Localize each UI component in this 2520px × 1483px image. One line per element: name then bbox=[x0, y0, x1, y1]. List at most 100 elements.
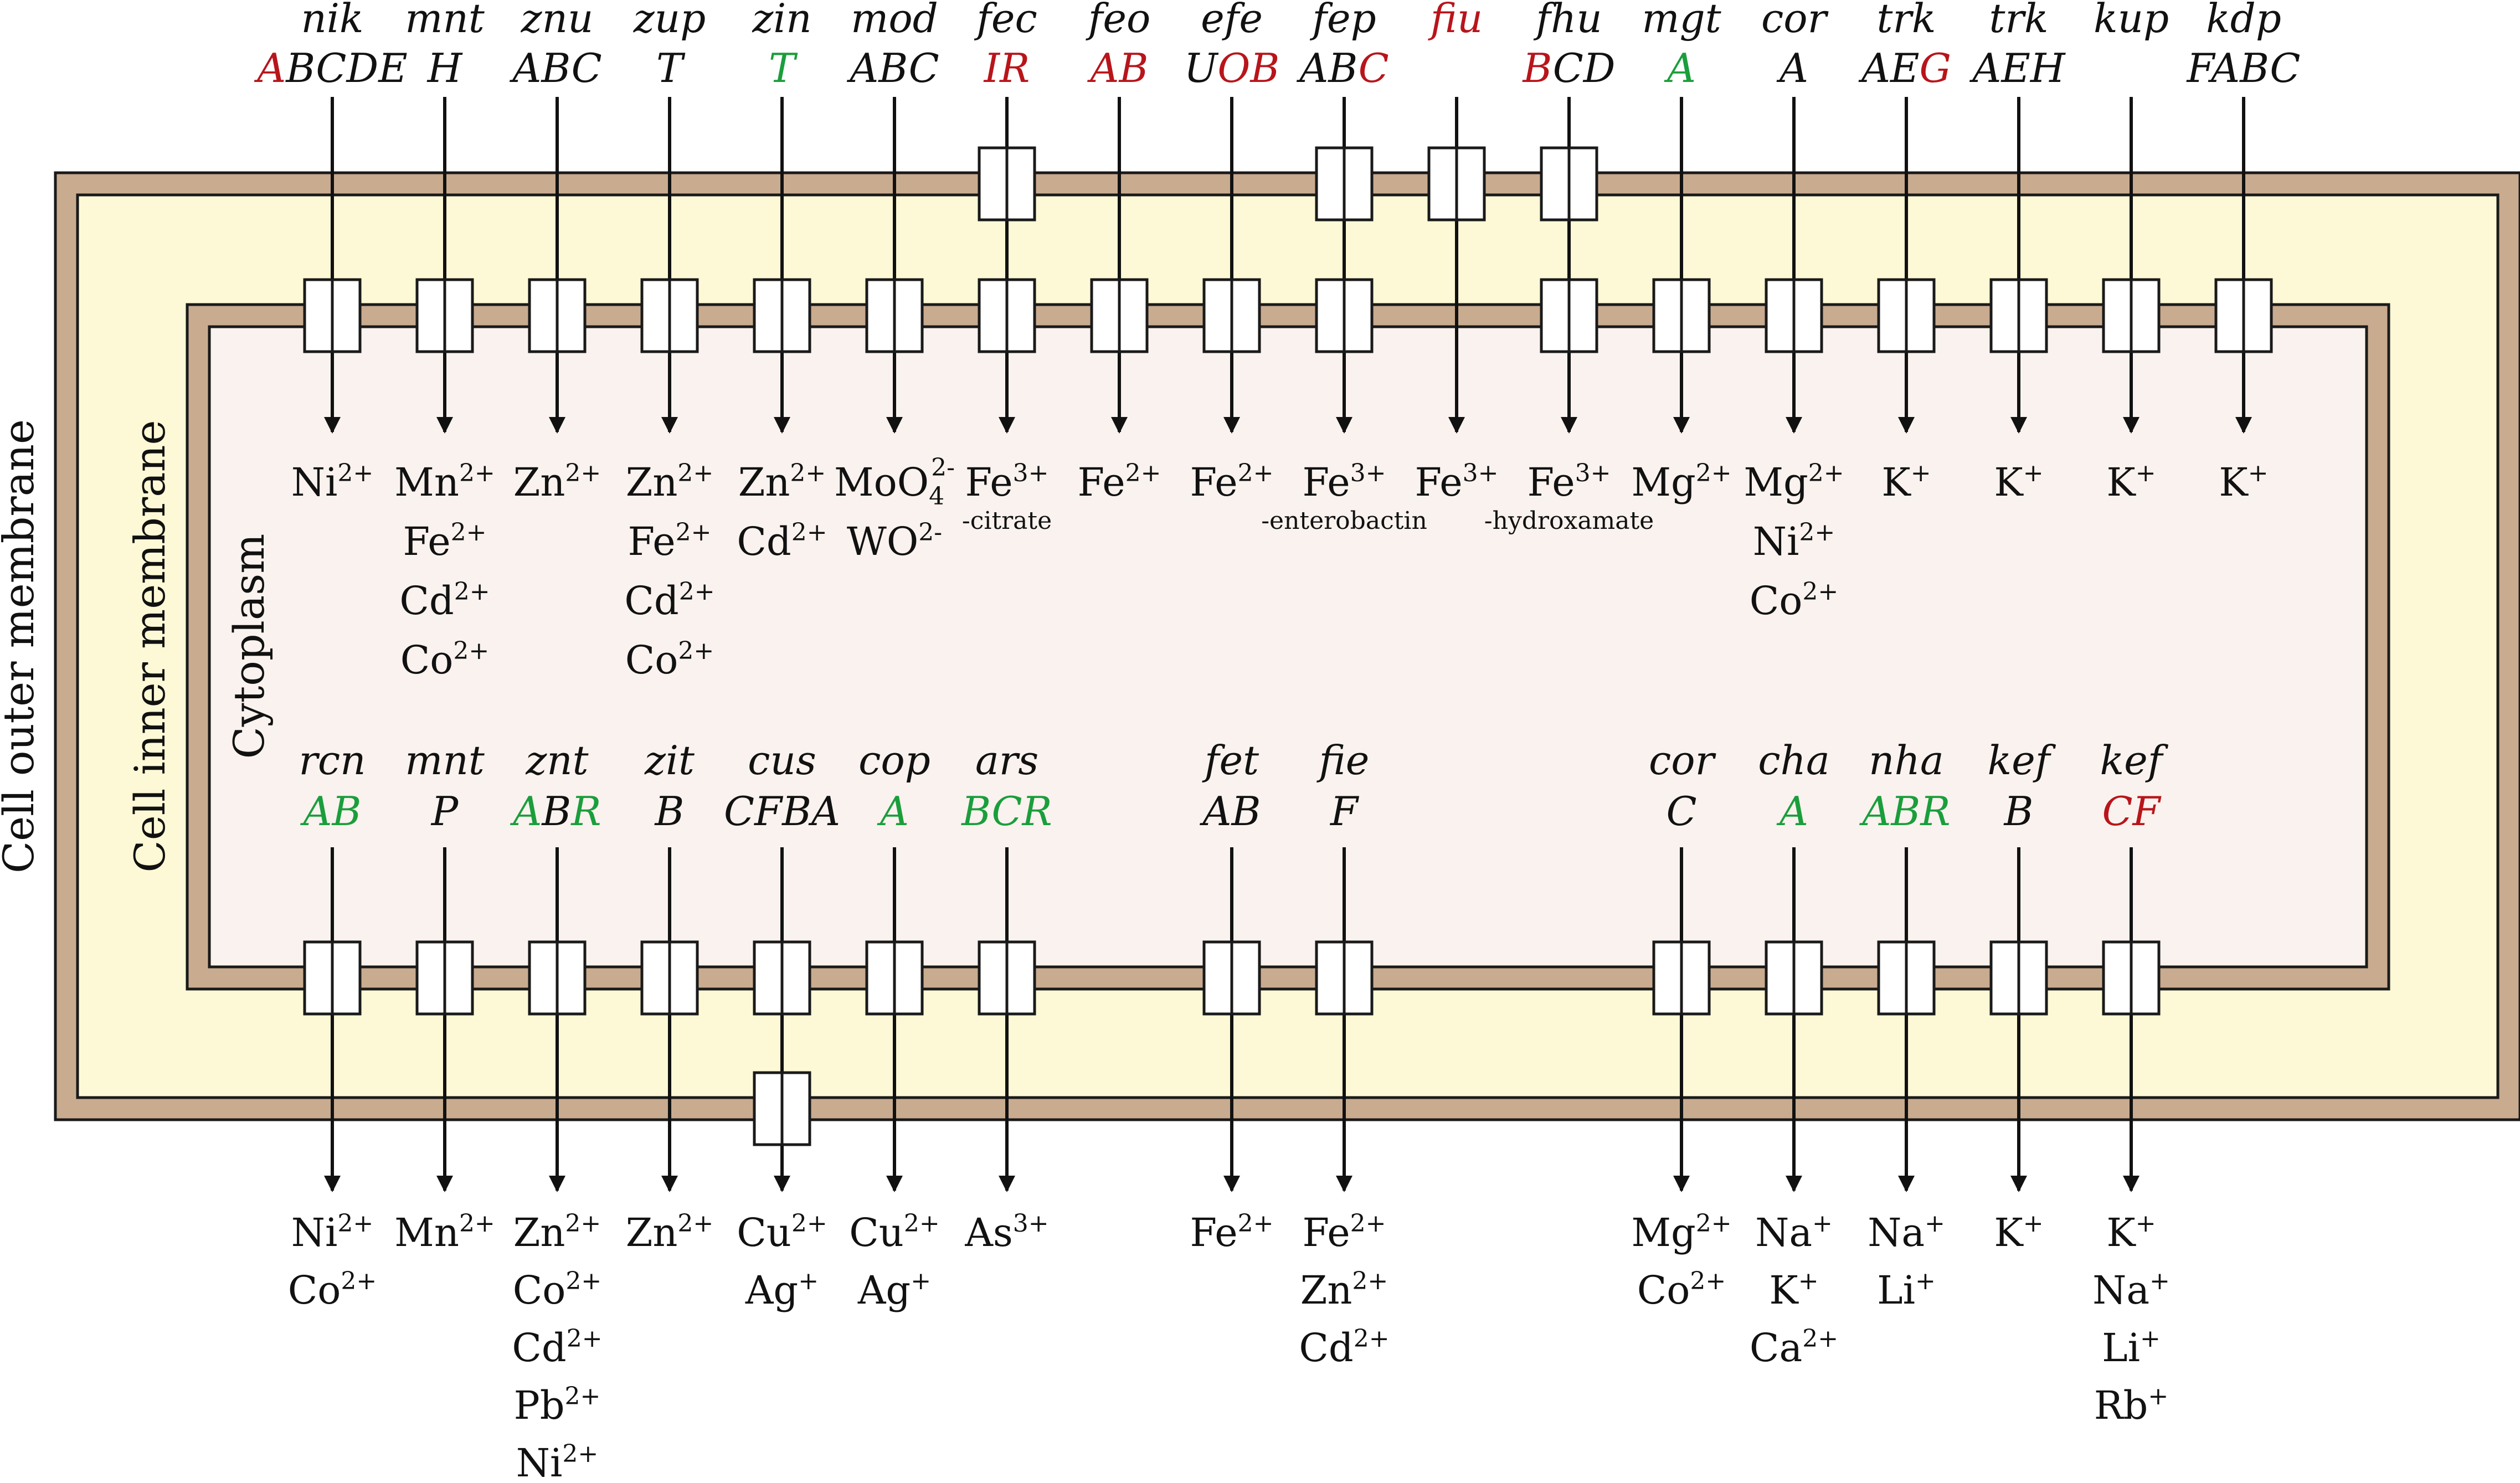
exporter-subunits-12: B bbox=[2003, 788, 2034, 835]
importer-gene-13: cor bbox=[1761, 0, 1829, 42]
importer-gene-4: zin bbox=[752, 0, 811, 42]
importer-subunits-1: H bbox=[426, 45, 463, 91]
inner-channel-import-5 bbox=[865, 278, 924, 353]
import-ion-13-1: Ni2+ bbox=[1753, 518, 1835, 564]
inner-channel-import-11 bbox=[1540, 278, 1598, 353]
importer-subunits-7: AB bbox=[1087, 45, 1149, 91]
importer-subunits-14: AEG bbox=[1858, 45, 1951, 91]
export-ion-2-4: Ni2+ bbox=[516, 1440, 599, 1481]
import-ion-14-0: K+ bbox=[1881, 459, 1931, 505]
importer-subunits-12: A bbox=[1664, 45, 1696, 91]
export-ion-4-0: Cu2+ bbox=[737, 1209, 827, 1255]
importer-subunits-11: BCD bbox=[1521, 45, 1615, 91]
export-ion-5-1: Ag+ bbox=[857, 1267, 931, 1313]
export-ion-13-2: Li+ bbox=[2102, 1325, 2161, 1371]
import-ion-16-0: K+ bbox=[2106, 459, 2156, 505]
importer-gene-16: kup bbox=[2094, 0, 2169, 42]
inner-channel-import-8 bbox=[1202, 278, 1261, 353]
import-ion-15-0: K+ bbox=[1994, 459, 2043, 505]
export-ion-0-1: Co2+ bbox=[288, 1267, 377, 1313]
export-ion-11-1: Li+ bbox=[1877, 1267, 1936, 1313]
outer-channel-import-6 bbox=[978, 146, 1036, 222]
importer-gene-3: zup bbox=[633, 0, 706, 42]
inner-channel-import-7 bbox=[1090, 278, 1149, 353]
inner-channel-import-2 bbox=[528, 278, 587, 353]
importer-gene-1: mnt bbox=[405, 0, 485, 42]
import-ion-7-0: Fe2+ bbox=[1077, 459, 1161, 505]
importer-gene-2: znu bbox=[521, 0, 594, 42]
exporter-gene-5: cop bbox=[858, 737, 930, 784]
import-ion-13-0: Mg2+ bbox=[1744, 459, 1844, 505]
export-ion-9-0: Mg2+ bbox=[1631, 1209, 1731, 1255]
inner-channel-export-3 bbox=[640, 940, 699, 1016]
export-ion-2-2: Cd2+ bbox=[512, 1325, 602, 1371]
inner-channel-import-0 bbox=[303, 278, 362, 353]
exporter-gene-0: rcn bbox=[299, 737, 366, 784]
exporter-subunits-7: AB bbox=[1200, 788, 1261, 835]
importer-subunits-13: A bbox=[1776, 45, 1808, 91]
gene-labels: nikABCDEmntHznuABCzupTzinTmodABCfecIRfeo… bbox=[254, 0, 2300, 835]
inner-channel-import-14 bbox=[1877, 278, 1936, 353]
inner-channel-export-10 bbox=[1765, 940, 1823, 1016]
inner-channel-export-11 bbox=[1877, 940, 1936, 1016]
import-ion-2-0: Zn2+ bbox=[513, 459, 601, 505]
import-ion-0-0: Ni2+ bbox=[291, 459, 374, 505]
outer-channel-import-11 bbox=[1540, 146, 1598, 222]
import-note-11: -hydroxamate bbox=[1484, 507, 1654, 535]
export-ion-13-0: K+ bbox=[2106, 1209, 2156, 1255]
export-ion-13-1: Na+ bbox=[2092, 1267, 2170, 1313]
export-ion-10-1: K+ bbox=[1769, 1267, 1818, 1313]
importer-subunits-2: ABC bbox=[509, 45, 601, 91]
inner-channel-import-9 bbox=[1315, 278, 1374, 353]
importer-subunits-17: FABC bbox=[2185, 45, 2300, 91]
exporter-subunits-1: P bbox=[430, 788, 459, 835]
import-ion-3-3: Co2+ bbox=[625, 637, 714, 683]
exporter-subunits-11: ABR bbox=[1859, 788, 1950, 835]
inner-channel-import-15 bbox=[1989, 278, 2048, 353]
export-ion-12-0: K+ bbox=[1994, 1209, 2043, 1255]
exporter-gene-8: fie bbox=[1316, 737, 1370, 784]
exporter-gene-4: cus bbox=[748, 737, 816, 784]
inner-channel-export-6 bbox=[978, 940, 1036, 1016]
import-ion-4-0: Zn2+ bbox=[738, 459, 826, 505]
importer-gene-9: fep bbox=[1309, 0, 1376, 42]
export-ion-10-0: Na+ bbox=[1755, 1209, 1833, 1255]
export-ion-10-2: Ca2+ bbox=[1750, 1325, 1838, 1371]
exporter-subunits-5: A bbox=[877, 788, 909, 835]
export-ion-8-1: Zn2+ bbox=[1300, 1267, 1388, 1313]
exporter-gene-6: ars bbox=[975, 737, 1038, 784]
exporter-subunits-3: B bbox=[654, 788, 685, 835]
importer-gene-12: mgt bbox=[1642, 0, 1721, 42]
export-ion-4-1: Ag+ bbox=[745, 1267, 819, 1313]
import-ion-1-3: Co2+ bbox=[400, 637, 490, 683]
inner-channel-export-12 bbox=[1989, 940, 2048, 1016]
inner-membrane-label: Cell inner membrane bbox=[125, 420, 174, 873]
import-ion-3-1: Fe2+ bbox=[628, 518, 711, 564]
inner-channel-export-2 bbox=[528, 940, 587, 1016]
exporter-subunits-10: A bbox=[1776, 788, 1808, 835]
membrane-channels bbox=[303, 146, 2273, 1146]
import-note-6: -citrate bbox=[962, 507, 1052, 535]
inner-channel-import-16 bbox=[2102, 278, 2161, 353]
exporter-subunits-8: F bbox=[1329, 788, 1360, 835]
exporter-gene-10: cha bbox=[1758, 737, 1830, 784]
import-ion-12-0: Mg2+ bbox=[1631, 459, 1731, 505]
inner-channel-import-12 bbox=[1652, 278, 1711, 353]
export-ion-3-0: Zn2+ bbox=[626, 1209, 714, 1255]
exporter-gene-9: cor bbox=[1649, 737, 1716, 784]
import-ion-13-2: Co2+ bbox=[1750, 578, 1839, 624]
exporter-subunits-13: CF bbox=[2102, 788, 2162, 835]
export-ion-2-1: Co2+ bbox=[513, 1267, 602, 1313]
outer-channel-import-9 bbox=[1315, 146, 1374, 222]
inner-channel-import-13 bbox=[1765, 278, 1823, 353]
inner-channel-import-1 bbox=[415, 278, 474, 353]
inner-channel-export-9 bbox=[1652, 940, 1711, 1016]
importer-gene-14: trk bbox=[1877, 0, 1936, 42]
exporter-gene-11: nha bbox=[1869, 737, 1944, 784]
importer-subunits-0: ABCDE bbox=[254, 45, 408, 91]
importer-gene-10: fiu bbox=[1428, 0, 1483, 42]
exporter-gene-12: kef bbox=[1988, 737, 2056, 784]
exporter-subunits-6: BCR bbox=[960, 788, 1052, 835]
importer-gene-0: nik bbox=[301, 0, 363, 42]
